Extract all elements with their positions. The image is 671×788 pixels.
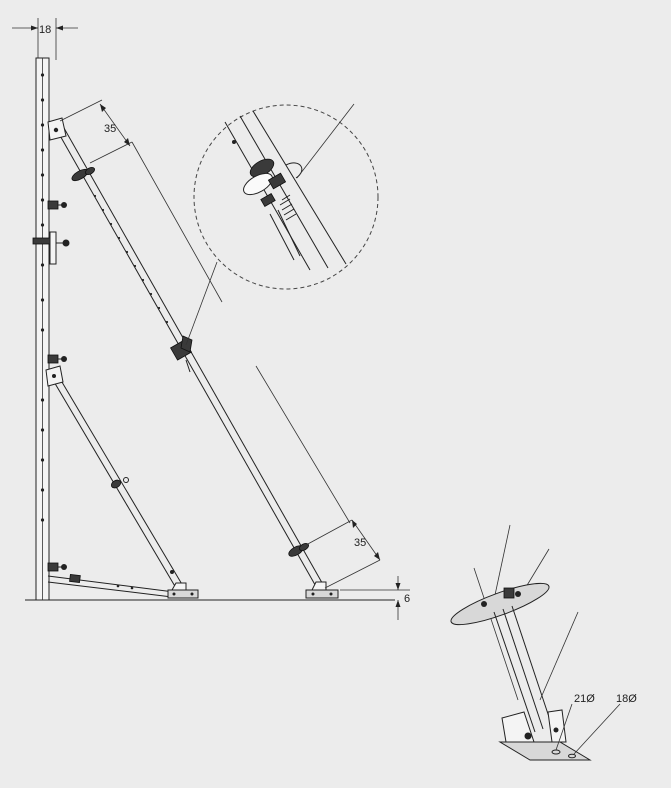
kicker-brace [45,365,184,589]
dim-upper-offset: 35 [59,99,223,303]
base-foot-plate [498,741,592,761]
pole-clamp-2 [32,231,70,265]
dim-lower-offset: 35 [255,365,381,589]
pole-clamp-1 [47,200,67,210]
dim-label-6: 6 [404,593,410,605]
base-plate-detail: 21Ø 18Ø [450,524,637,761]
dim-label-18-dia: 18Ø [616,693,637,705]
brace-adjust-holes [93,194,169,324]
brace-adjust-nut [170,335,193,373]
detail-callout [185,103,379,346]
pole-clamp-4 [47,562,67,572]
detail-coupler [232,140,303,261]
brace-foot-plate [305,581,339,599]
dim-label-18: 18 [39,24,51,36]
dim-label-35-lower: 35 [354,537,366,549]
dim-top-width: 18 [12,18,78,60]
strut-foot-plate [167,582,199,599]
dim-label-21-dia: 21Ø [574,693,595,705]
dim-base-height: 6 [340,576,410,620]
main-diagonal-brace [47,117,339,599]
pole-holes [40,73,45,522]
dim-label-35-upper: 35 [104,123,116,135]
pole-clamp-3 [47,354,67,364]
vertical-pole [32,57,70,601]
horizontal-strut [47,573,199,599]
kicker-coupler [110,479,122,489]
brace-coupler-top [71,166,95,182]
